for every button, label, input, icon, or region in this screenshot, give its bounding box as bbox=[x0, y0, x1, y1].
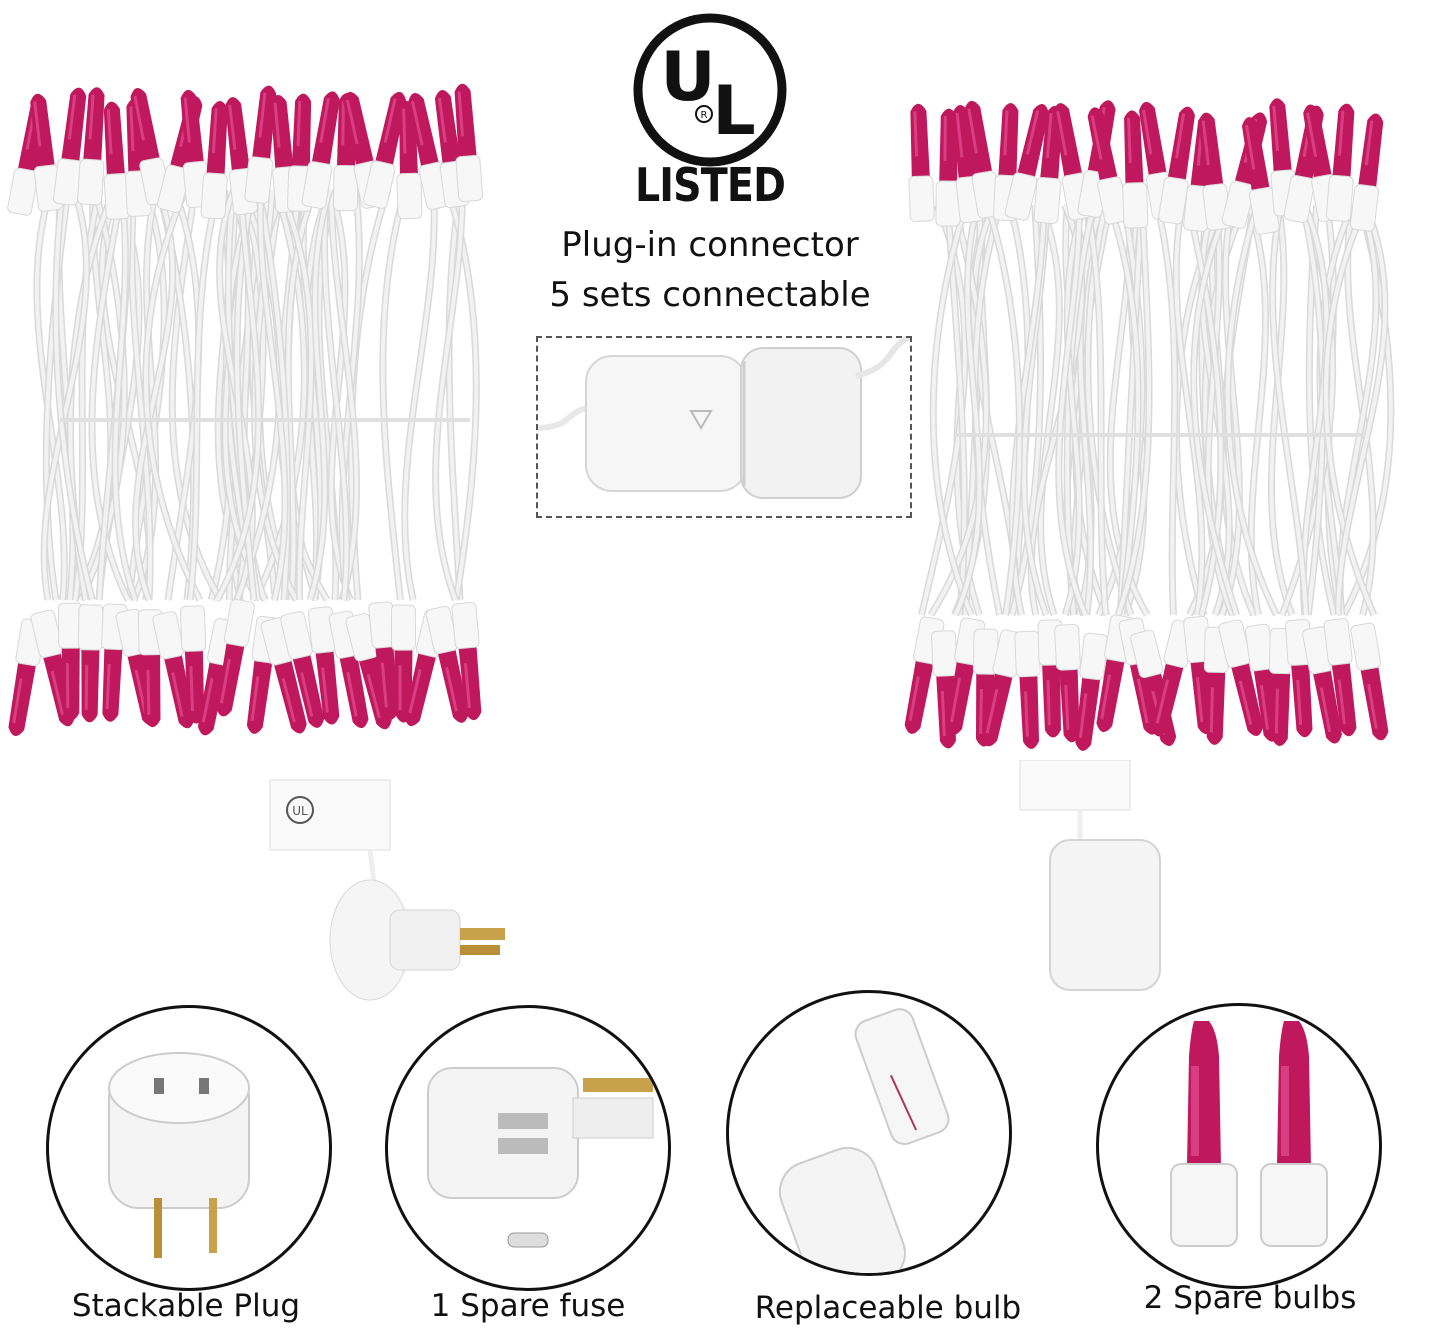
svg-text:L: L bbox=[712, 72, 755, 151]
ul-logo: U L R bbox=[633, 13, 787, 167]
spare-bulbs-icon bbox=[1170, 1021, 1328, 1247]
headline-line-1: Plug-in connector bbox=[561, 225, 859, 265]
caption-stackable-plug: Stackable Plug bbox=[71, 1288, 301, 1324]
stackable-plug-circle bbox=[46, 1005, 332, 1291]
caption-spare-bulbs: 2 Spare bulbs bbox=[1143, 1280, 1357, 1316]
svg-text:U: U bbox=[660, 38, 715, 117]
left-light-bundle bbox=[7, 83, 484, 737]
caption-replaceable-bulb: Replaceable bulb bbox=[754, 1290, 1022, 1326]
svg-text:R: R bbox=[701, 110, 708, 121]
spare-fuse-circle bbox=[385, 1005, 671, 1291]
replaceable-bulb-icon bbox=[778, 1008, 950, 1273]
headline-line-2: 5 sets connectable bbox=[549, 275, 871, 315]
end-connector bbox=[1019, 760, 1161, 991]
connector-highlight-box bbox=[536, 336, 912, 518]
plug-connector-image bbox=[536, 336, 912, 499]
listed-label: LISTED bbox=[634, 158, 786, 212]
spare-bulbs-circle bbox=[1096, 1003, 1382, 1289]
caption-spare-fuse: 1 Spare fuse bbox=[430, 1288, 626, 1324]
svg-text:UL: UL bbox=[292, 804, 308, 818]
stackable-plug-on-cord: UL bbox=[269, 779, 505, 1001]
spare-fuse-icon bbox=[427, 1067, 654, 1248]
right-light-bundle bbox=[904, 98, 1395, 751]
replaceable-bulb-circle bbox=[726, 990, 1012, 1276]
stackable-plug-icon bbox=[108, 1052, 250, 1258]
